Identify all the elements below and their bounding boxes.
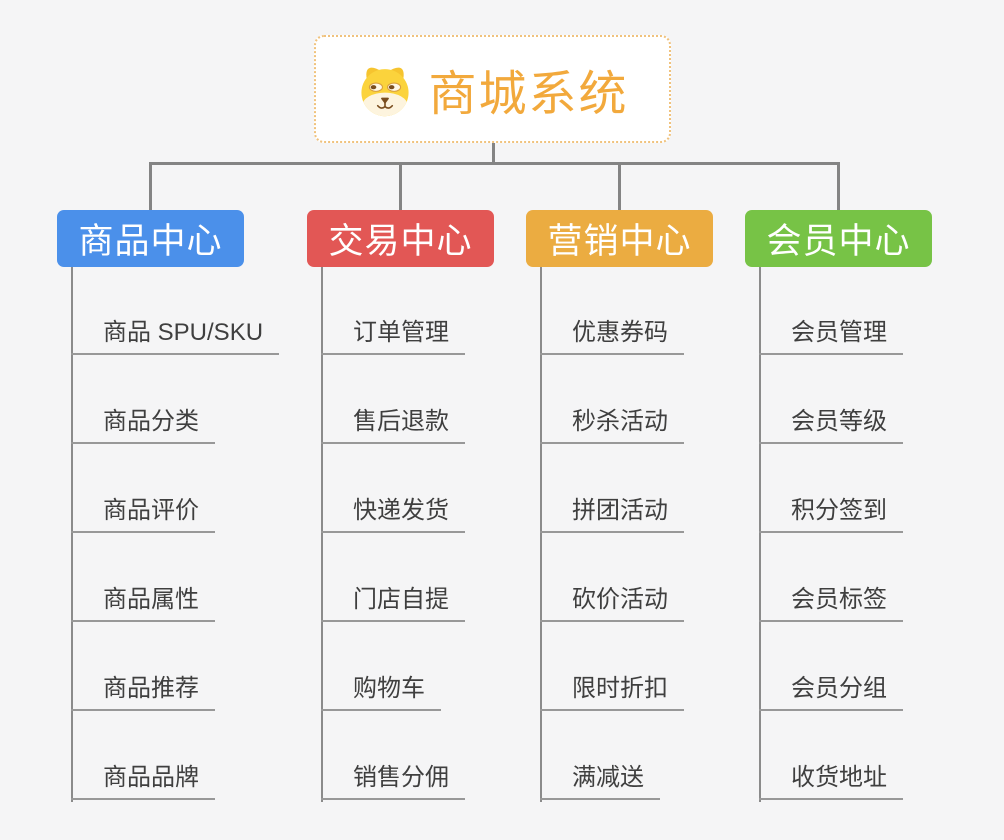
child-topic[interactable]: 快递发货 [321,493,465,533]
child-topic[interactable]: 限时折扣 [540,671,684,711]
branch-trunk-connector [540,267,542,802]
child-topic[interactable]: 会员分组 [759,671,903,711]
child-topic[interactable]: 砍价活动 [540,582,684,622]
child-topic[interactable]: 订单管理 [321,315,465,355]
child-topic[interactable]: 商品属性 [71,582,215,622]
child-topic[interactable]: 收货地址 [759,760,903,800]
child-topic[interactable]: 会员管理 [759,315,903,355]
root-title: 商城系统 [428,68,629,121]
branch-box-marketing-center[interactable]: 营销中心 [526,210,713,267]
child-topic[interactable]: 商品品牌 [71,760,215,800]
child-topic[interactable]: 销售分佣 [321,760,465,800]
child-topic[interactable]: 优惠券码 [540,315,684,355]
branch-box-member-center[interactable]: 会员中心 [745,210,932,267]
child-topic[interactable]: 秒杀活动 [540,404,684,444]
child-topic[interactable]: 商品推荐 [71,671,215,711]
child-topic[interactable]: 门店自提 [321,582,465,622]
child-topic[interactable]: 拼团活动 [540,493,684,533]
branch-drop-connector [837,162,840,210]
branch-drop-connector [618,162,621,210]
branch-box-product-center[interactable]: 商品中心 [57,210,244,267]
child-topic[interactable]: 购物车 [321,671,441,711]
branch-bus-connector [149,162,840,165]
child-topic[interactable]: 商品分类 [71,404,215,444]
branch-trunk-connector [321,267,323,802]
doge-face-icon [361,67,410,117]
child-topic[interactable]: 会员等级 [759,404,903,444]
child-topic[interactable]: 积分签到 [759,493,903,533]
branch-drop-connector [399,162,402,210]
root-node[interactable]: 商城系统 [314,35,671,143]
branch-trunk-connector [759,267,761,802]
branch-trunk-connector [71,267,73,802]
child-topic[interactable]: 售后退款 [321,404,465,444]
child-topic[interactable]: 满减送 [540,760,660,800]
branch-box-trade-center[interactable]: 交易中心 [307,210,494,267]
child-topic[interactable]: 商品 SPU/SKU [71,315,280,355]
root-stem-connector [492,141,495,165]
child-topic[interactable]: 会员标签 [759,582,903,622]
branch-drop-connector [149,162,152,210]
child-topic[interactable]: 商品评价 [71,493,215,533]
